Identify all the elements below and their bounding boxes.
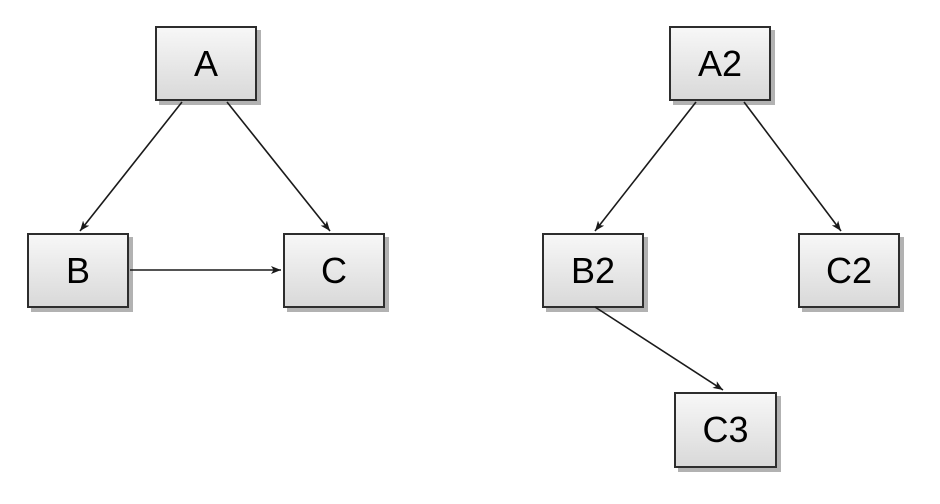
node-A2[interactable]: A2 xyxy=(669,26,771,101)
node-label: A xyxy=(193,42,218,84)
node-label: C xyxy=(321,249,347,291)
node-label: C3 xyxy=(702,409,749,450)
edge-A-to-B[interactable] xyxy=(79,101,183,232)
edge-A2-to-B2[interactable] xyxy=(594,101,697,232)
edge-B2-to-C3[interactable] xyxy=(594,306,724,391)
node-label: B2 xyxy=(570,249,616,291)
node-C2[interactable]: C2 xyxy=(798,233,900,308)
node-C[interactable]: C xyxy=(283,233,385,308)
node-A[interactable]: A xyxy=(155,26,257,101)
node-label: C2 xyxy=(825,249,873,291)
node-label: B xyxy=(65,249,90,291)
edge-A2-to-C2[interactable] xyxy=(743,101,842,232)
node-B2[interactable]: B2 xyxy=(542,233,644,308)
node-label: A2 xyxy=(697,42,743,84)
node-C3[interactable]: C3 xyxy=(674,392,777,468)
node-B[interactable]: B xyxy=(27,233,129,308)
edge-A-to-C[interactable] xyxy=(226,101,331,232)
